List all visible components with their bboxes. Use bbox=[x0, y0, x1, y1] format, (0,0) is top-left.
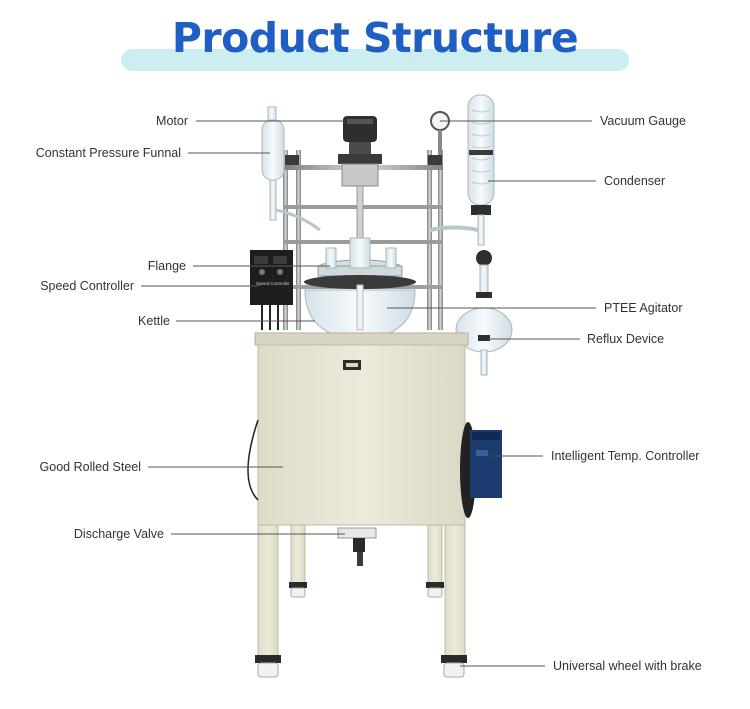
flange bbox=[304, 237, 416, 289]
label-speed-controller: Speed Controller bbox=[40, 279, 134, 293]
label-motor: Motor bbox=[156, 114, 188, 128]
label-good-rolled-steel: Good Rolled Steel bbox=[39, 460, 141, 474]
motor-unit bbox=[338, 116, 382, 247]
label-discharge-valve: Discharge Valve bbox=[73, 527, 164, 541]
label-vacuum-gauge: Vacuum Gauge bbox=[600, 114, 686, 128]
page-title: Product Structure bbox=[171, 14, 579, 62]
leader-lines-left bbox=[141, 120, 345, 535]
label-ptee-agitator: PTEE Agitator bbox=[604, 301, 683, 315]
speed-controller-box: Speed Controller bbox=[250, 250, 293, 330]
label-kettle: Kettle bbox=[138, 314, 170, 328]
leader-lines-right bbox=[387, 120, 596, 667]
controller-panel-label: Speed Controller bbox=[256, 281, 290, 286]
cabinet bbox=[247, 332, 469, 658]
title-highlight-band bbox=[121, 49, 629, 71]
label-intelligent-temp-controller: Intelligent Temp. Controller bbox=[551, 449, 700, 463]
label-flange: Flange bbox=[147, 259, 186, 273]
kettle bbox=[304, 284, 416, 341]
discharge-valve bbox=[337, 527, 377, 566]
label-constant-pressure-funnal: Constant Pressure Funnal bbox=[35, 146, 181, 160]
temp-controller-unit bbox=[460, 422, 502, 518]
label-universal-wheel: Universal wheel with brake bbox=[553, 659, 702, 673]
wheels bbox=[255, 582, 467, 678]
condenser bbox=[429, 94, 495, 298]
label-reflux-device: Reflux Device bbox=[587, 332, 665, 346]
label-condenser: Condenser bbox=[604, 174, 666, 188]
vacuum-gauge bbox=[430, 111, 450, 155]
